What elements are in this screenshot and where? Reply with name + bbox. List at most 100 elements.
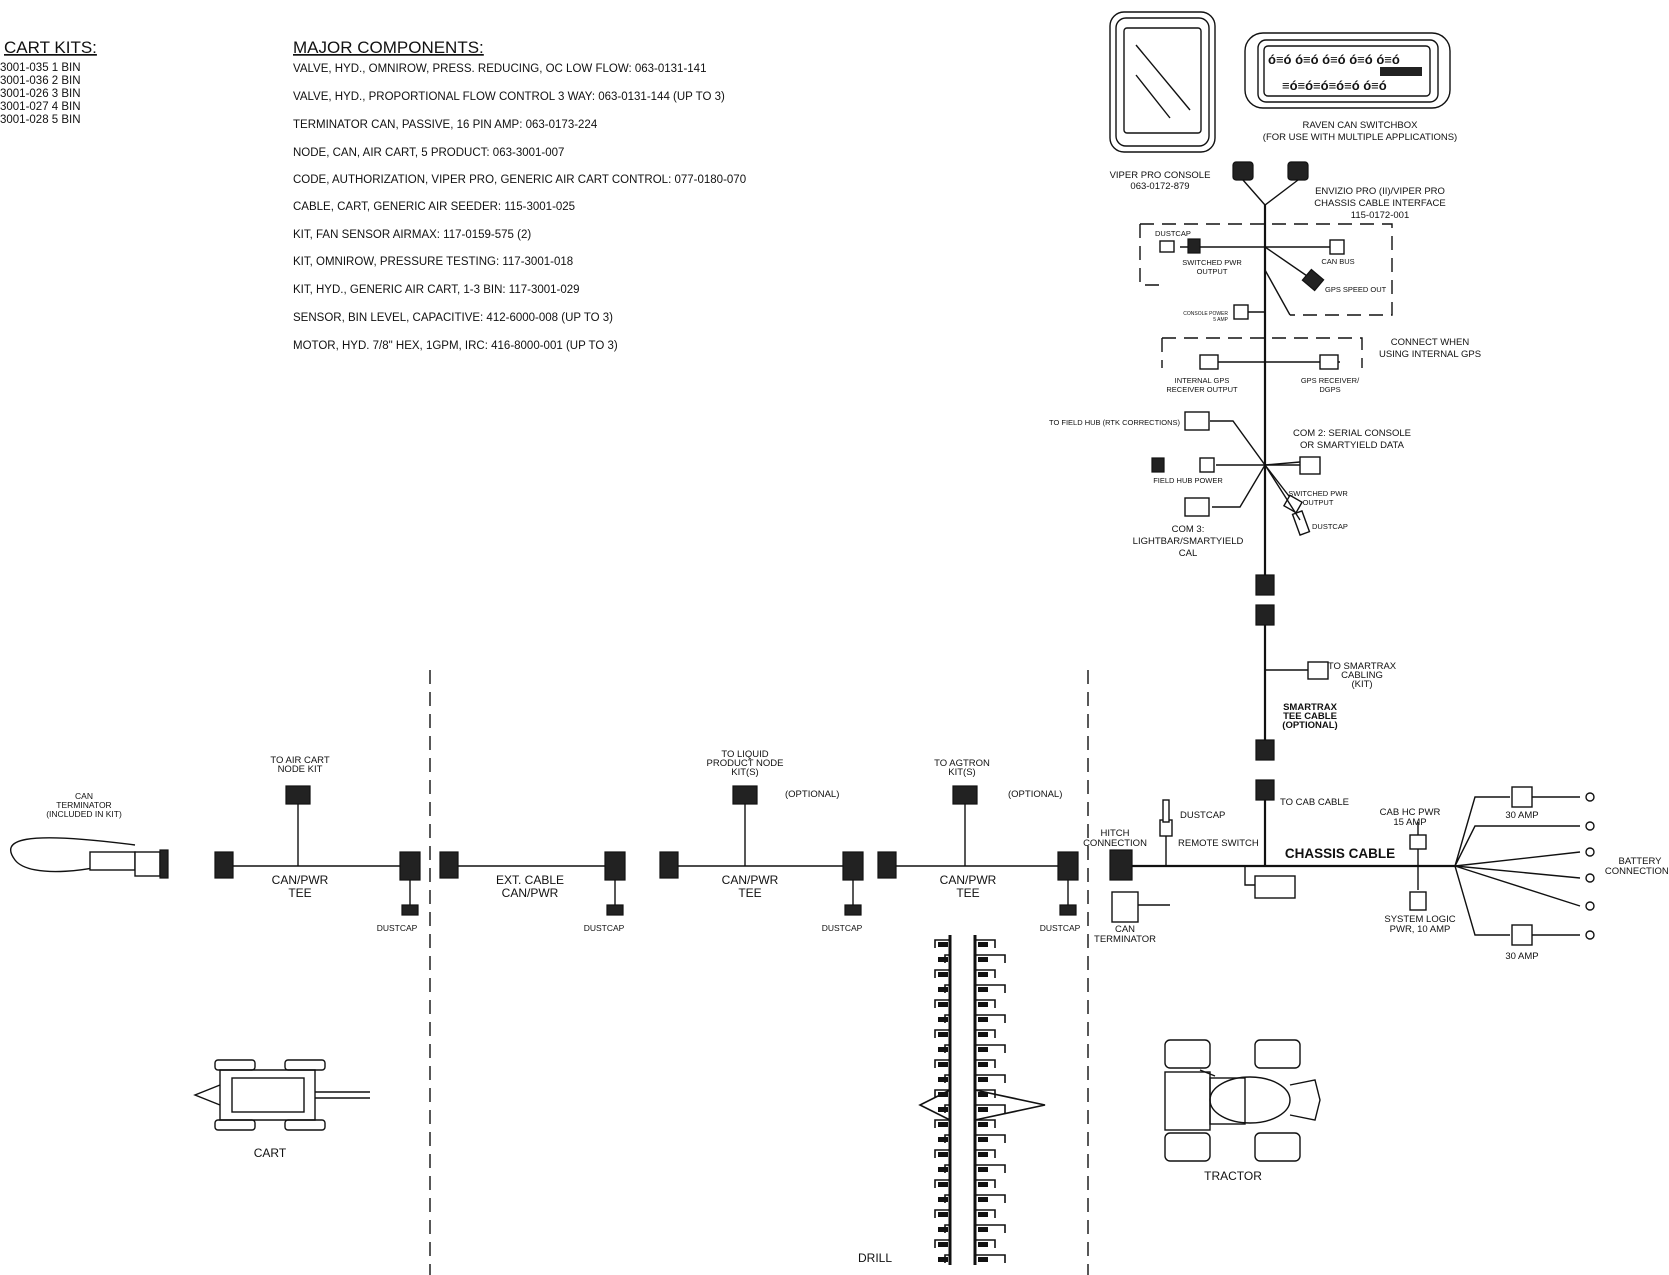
liquid-label-2: PRODUCT NODE (707, 758, 784, 769)
can-terminator-tractor: CAN (1115, 924, 1135, 935)
cart-kit-item: 3001-028 5 BIN (0, 114, 81, 126)
com3-label-3: CAL (1179, 548, 1197, 559)
30-amp-top: 30 AMP (1505, 810, 1538, 821)
switched-pwr-label-2: OUTPUT (1197, 267, 1228, 276)
ext-cable-label-2: CAN/PWR (502, 886, 559, 900)
dustcap-label-2: DUSTCAP (584, 923, 625, 933)
major-components-title: MAJOR COMPONENTS: (293, 38, 484, 57)
console-part-number: 063-0172-879 (1130, 181, 1189, 192)
interface-label: ENVIZIO PRO (II)/VIPER PRO (1315, 186, 1445, 197)
system-logic-amp: PWR, 10 AMP (1390, 924, 1451, 935)
cart-icon (193, 1059, 370, 1131)
component-item: TERMINATOR CAN, PASSIVE, 16 PIN AMP: 063… (293, 119, 598, 131)
component-item: KIT, FAN SENSOR AIRMAX: 117-0159-575 (2) (293, 229, 531, 241)
dustcap-label: DUSTCAP (1155, 229, 1191, 238)
com3-label: COM 3: (1172, 524, 1205, 535)
cart-kits-title: CART KITS: (4, 38, 97, 57)
com2-label-2: OR SMARTYIELD DATA (1300, 440, 1405, 451)
internal-gps-label: INTERNAL GPS (1175, 376, 1230, 385)
component-item: KIT, OMNIROW, PRESSURE TESTING: 117-3001… (293, 256, 573, 268)
liquid-label: TO LIQUID (721, 749, 768, 760)
field-hub-power-label: FIELD HUB POWER (1153, 476, 1223, 485)
gps-receiver-label: GPS RECEIVER/ (1301, 376, 1360, 385)
svg-text:ó≡ó ó≡ó ó≡ó ó≡ó ó≡ó: ó≡ó ó≡ó ó≡ó ó≡ó ó≡ó (1268, 52, 1400, 67)
hitch-label-2: CONNECTION (1083, 838, 1147, 849)
battery-label: BATTERY (1619, 856, 1663, 867)
com2-label: COM 2: SERIAL CONSOLE (1293, 428, 1411, 439)
can-bus-label: CAN BUS (1321, 257, 1354, 266)
cart-kit-item: 3001-035 1 BIN (0, 62, 81, 74)
interface-part-number: 115-0172-001 (1351, 210, 1409, 221)
dustcap-tractor-label: DUSTCAP (1180, 810, 1225, 821)
can-terminator-label-2: TERMINATOR (56, 800, 111, 810)
tee1-label: CAN/PWR (272, 873, 329, 887)
component-item: KIT, HYD., GENERIC AIR CART, 1-3 BIN: 11… (293, 284, 580, 296)
tee3-label: CAN/PWR (940, 873, 997, 887)
gps-speed-out-label: GPS SPEED OUT (1325, 285, 1387, 294)
component-item: SENSOR, BIN LEVEL, CAPACITIVE: 412-6000-… (293, 312, 613, 324)
liquid-label-3: KIT(S) (731, 767, 758, 778)
connect-when-label-2: USING INTERNAL GPS (1379, 349, 1481, 360)
can-terminator-tractor-2: TERMINATOR (1094, 934, 1156, 945)
chassis-cable-label: CHASSIS CABLE (1285, 846, 1395, 861)
to-cab-cable-label: TO CAB CABLE (1280, 797, 1349, 808)
major-components-list: VALVE, HYD., OMNIROW, PRESS. REDUCING, O… (293, 63, 746, 352)
internal-gps-label-2: RECEIVER OUTPUT (1166, 385, 1238, 394)
cart-kits-list: 3001-035 1 BIN 3001-036 2 BIN 3001-026 3… (0, 62, 81, 126)
smartrax-tee-label-2: TEE CABLE (1283, 711, 1337, 722)
connect-when-label: CONNECT WHEN (1391, 337, 1470, 348)
system-logic-label: SYSTEM LOGIC (1384, 914, 1455, 925)
tee2-label-2: TEE (738, 886, 761, 900)
viper-pro-console (1109, 11, 1216, 153)
switchbox-note: (FOR USE WITH MULTIPLE APPLICATIONS) (1263, 132, 1457, 143)
gps-receiver-label-2: DGPS (1319, 385, 1340, 394)
tee2-label: CAN/PWR (722, 873, 779, 887)
dustcap-label-1: DUSTCAP (377, 923, 418, 933)
agtron-label-2: KIT(S) (948, 767, 975, 778)
switched-pwr-b-label: SWITCHED PWR (1288, 489, 1348, 498)
console-label: VIPER PRO CONSOLE (1110, 170, 1211, 181)
component-item: NODE, CAN, AIR CART, 5 PRODUCT: 063-3001… (293, 147, 564, 159)
cart-kit-item: 3001-026 3 BIN (0, 88, 81, 100)
tractor-harness (1109, 786, 1595, 946)
component-item: VALVE, HYD., OMNIROW, PRESS. REDUCING, O… (293, 63, 706, 75)
smartrax-tee-label-3: (OPTIONAL) (1282, 720, 1337, 731)
agtron-label: TO AGTRON (934, 758, 990, 769)
to-air-cart-label-2: NODE KIT (278, 764, 323, 775)
remote-switch-label: REMOTE SWITCH (1178, 838, 1259, 849)
dustcap-b-label: DUSTCAP (1312, 522, 1348, 531)
smartrax-label: TO SMARTRAX (1328, 661, 1397, 672)
hitch-label: HITCH (1100, 828, 1129, 839)
chassis-interface-harness (1139, 161, 1393, 866)
smartrax-label-2: CABLING (1341, 670, 1383, 681)
console-power-amp: 5 AMP (1213, 317, 1228, 323)
dustcap-label-3: DUSTCAP (822, 923, 863, 933)
switchbox-label: RAVEN CAN SWITCHBOX (1303, 120, 1419, 131)
svg-text:≡ó≡ó≡ó≡ó≡ó ó≡ó: ≡ó≡ó≡ó≡ó≡ó ó≡ó (1282, 78, 1387, 93)
cab-hc-amp: 15 AMP (1393, 817, 1426, 828)
tee1-label-2: TEE (288, 886, 311, 900)
component-item: MOTOR, HYD. 7/8" HEX, 1GPM, IRC: 416-800… (293, 340, 618, 352)
switched-pwr-b-label-2: OUTPUT (1303, 498, 1334, 507)
cart-kit-item: 3001-027 4 BIN (0, 101, 81, 113)
interface-label-2: CHASSIS CABLE INTERFACE (1314, 198, 1445, 209)
ext-cable-label: EXT. CABLE (496, 873, 564, 887)
optional-label-1: (OPTIONAL) (785, 789, 839, 800)
dustcap-label-4: DUSTCAP (1040, 923, 1081, 933)
to-air-cart-label: TO AIR CART (270, 755, 329, 766)
cart-label: CART (254, 1146, 287, 1160)
drill-label: DRILL (858, 1251, 892, 1265)
drill-icon (918, 935, 1046, 1265)
raven-can-switchbox: ó≡ó ó≡ó ó≡ó ó≡ó ó≡ó ≡ó≡ó≡ó≡ó≡ó ó≡ó (1244, 32, 1451, 109)
30-amp-bottom: 30 AMP (1505, 951, 1538, 962)
component-item: VALVE, HYD., PROPORTIONAL FLOW CONTROL 3… (293, 91, 725, 103)
smartrax-label-3: (KIT) (1351, 679, 1372, 690)
field-hub-label: TO FIELD HUB (RTK CORRECTIONS) (1049, 418, 1180, 427)
implement-harness (10, 785, 1079, 916)
optional-label-2: (OPTIONAL) (1008, 789, 1062, 800)
component-item: CODE, AUTHORIZATION, VIPER PRO, GENERIC … (293, 174, 746, 186)
tee3-label-2: TEE (956, 886, 979, 900)
tractor-icon (1164, 1039, 1321, 1162)
component-item: CABLE, CART, GENERIC AIR SEEDER: 115-300… (293, 201, 575, 213)
can-terminator-label-3: (INCLUDED IN KIT) (46, 809, 122, 819)
